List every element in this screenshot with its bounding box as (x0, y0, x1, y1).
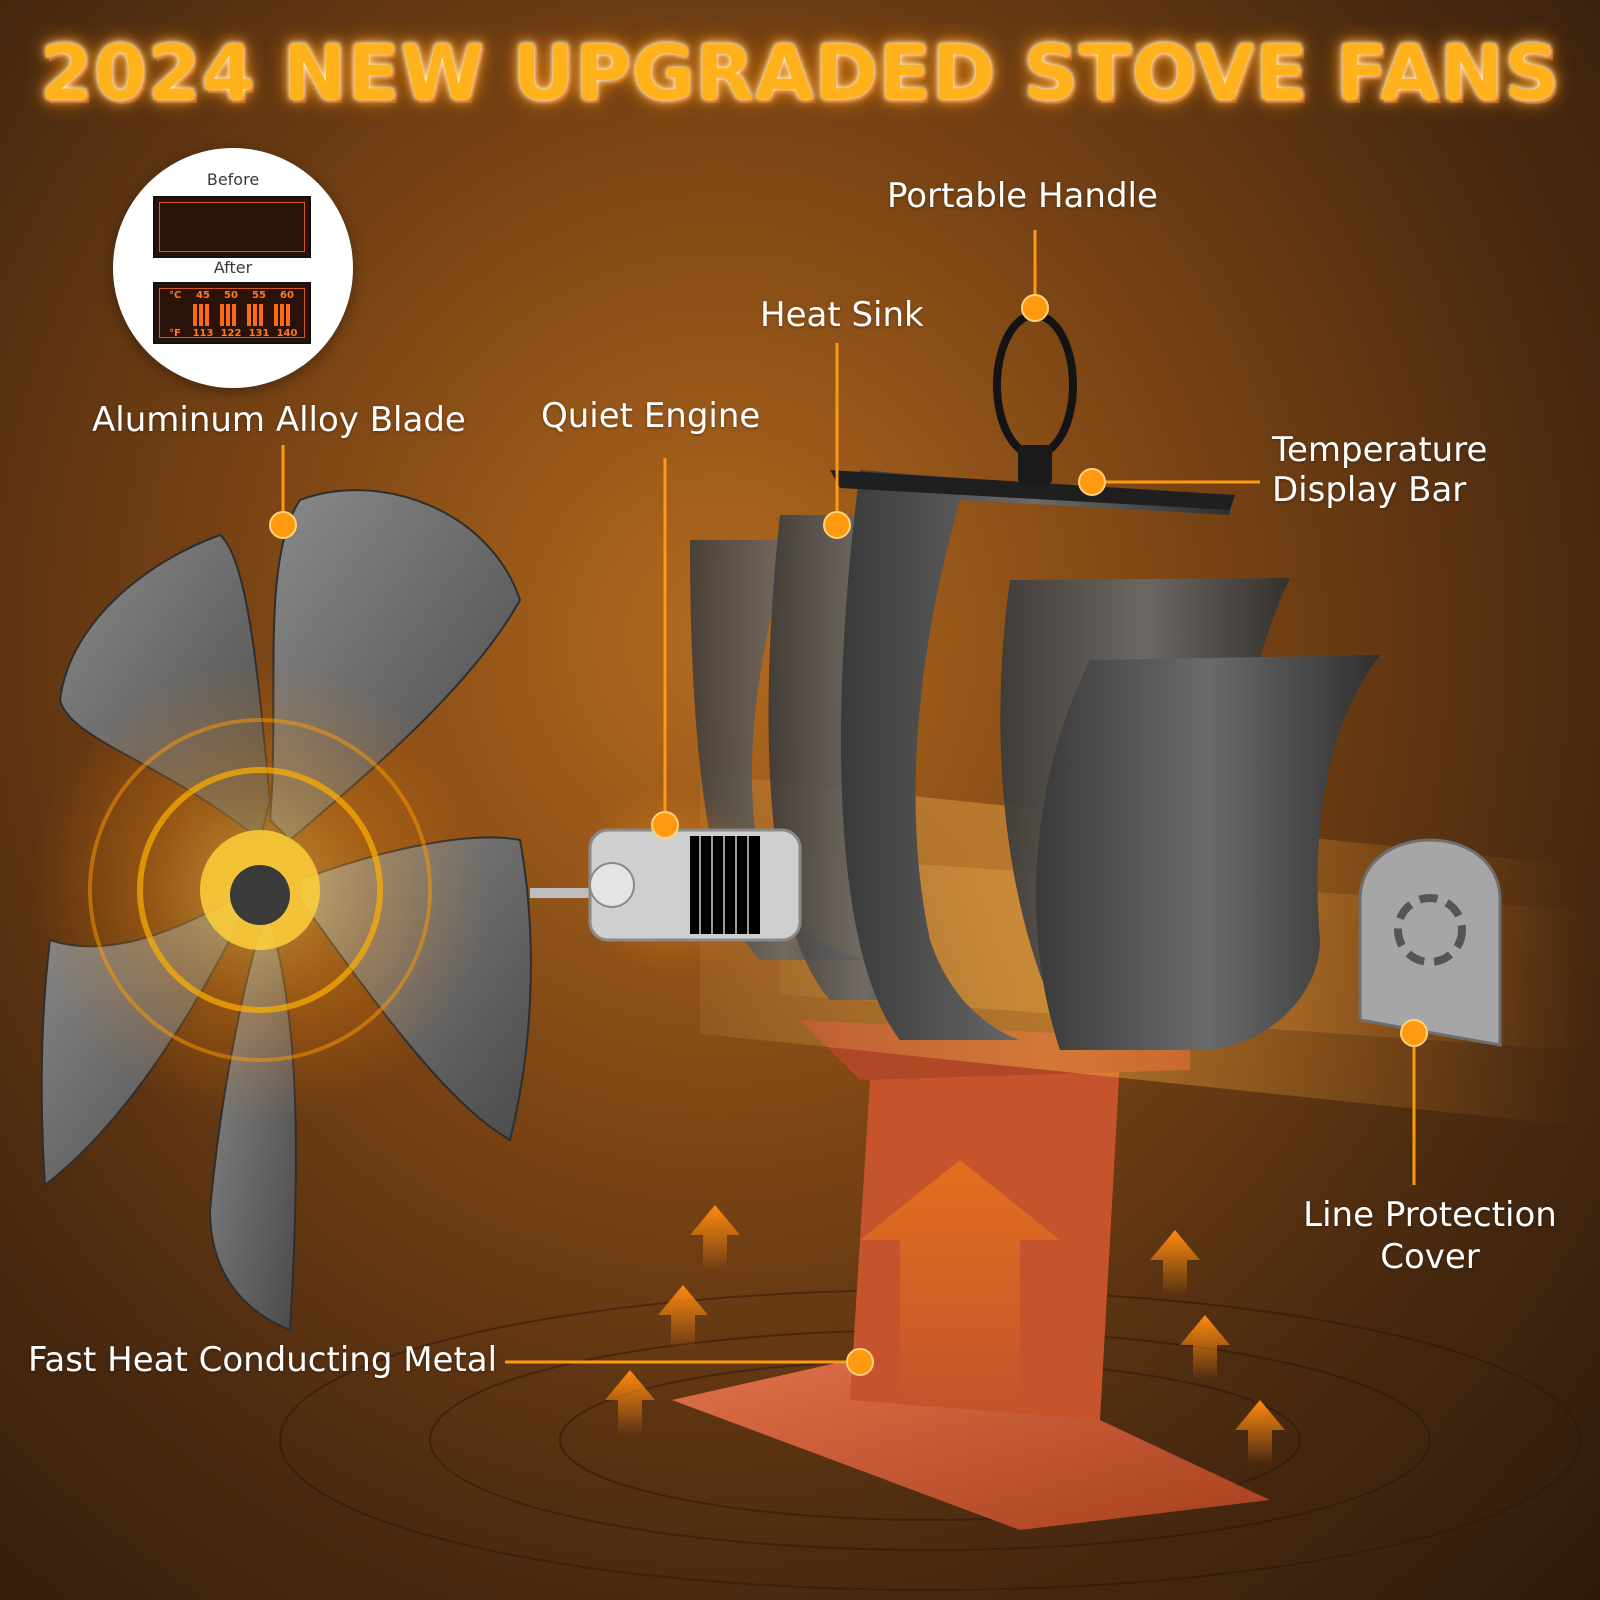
callout-dot-engine (651, 811, 679, 839)
line-protection-cover (1358, 838, 1502, 1047)
label-aluminum-blade: Aluminum Alloy Blade (92, 400, 466, 440)
fahrenheit-value: 140 (276, 328, 298, 339)
label-quiet-engine: Quiet Engine (541, 396, 761, 436)
fahrenheit-row: °F 113 122 131 140 (169, 328, 303, 339)
fahrenheit-value: 131 (248, 328, 270, 339)
callout-dot-temperature (1078, 468, 1106, 496)
fahrenheit-value: 113 (192, 328, 214, 339)
celsius-row: °C 45 50 55 60 (169, 290, 303, 301)
up-arrows (605, 1160, 1285, 1465)
callout-dot-handle (1021, 294, 1049, 322)
celsius-value: 45 (196, 290, 210, 301)
celsius-value: 50 (224, 290, 238, 301)
callout-dots (269, 294, 1428, 1376)
callout-dot-base (846, 1348, 874, 1376)
fahrenheit-value: 122 (220, 328, 242, 339)
temperature-badge: Before After °C 45 50 55 60 °F 113 122 1… (113, 148, 353, 388)
temperature-bars (193, 304, 301, 326)
unit-celsius: °C (169, 290, 182, 301)
unit-fahrenheit: °F (169, 328, 181, 339)
celsius-value: 60 (280, 290, 294, 301)
before-label: Before (206, 170, 260, 189)
fan-hub (30, 660, 490, 1120)
celsius-value: 55 (252, 290, 266, 301)
heat-sink-fins (690, 470, 1380, 1050)
callout-dot-heat-sink (823, 511, 851, 539)
callout-dot-blade (269, 511, 297, 539)
label-temperature-line1: Temperature (1272, 430, 1488, 470)
label-line-protection-line1: Line Protection (1303, 1195, 1557, 1235)
callout-dot-cover (1400, 1019, 1428, 1047)
page-title: 2024 NEW UPGRADED STOVE FANS (39, 28, 1561, 117)
label-temperature-line2: Display Bar (1272, 470, 1467, 510)
display-strip-after: °C 45 50 55 60 °F 113 122 131 140 (153, 282, 311, 344)
label-line-protection-line2: Cover (1380, 1237, 1480, 1277)
handle-ring (993, 311, 1077, 485)
label-heat-sink: Heat Sink (760, 295, 924, 335)
motor (530, 785, 802, 975)
label-portable-handle: Portable Handle (887, 176, 1158, 216)
after-label: After (213, 258, 253, 277)
label-fast-heat-metal: Fast Heat Conducting Metal (28, 1340, 498, 1380)
display-strip-before (153, 196, 311, 258)
